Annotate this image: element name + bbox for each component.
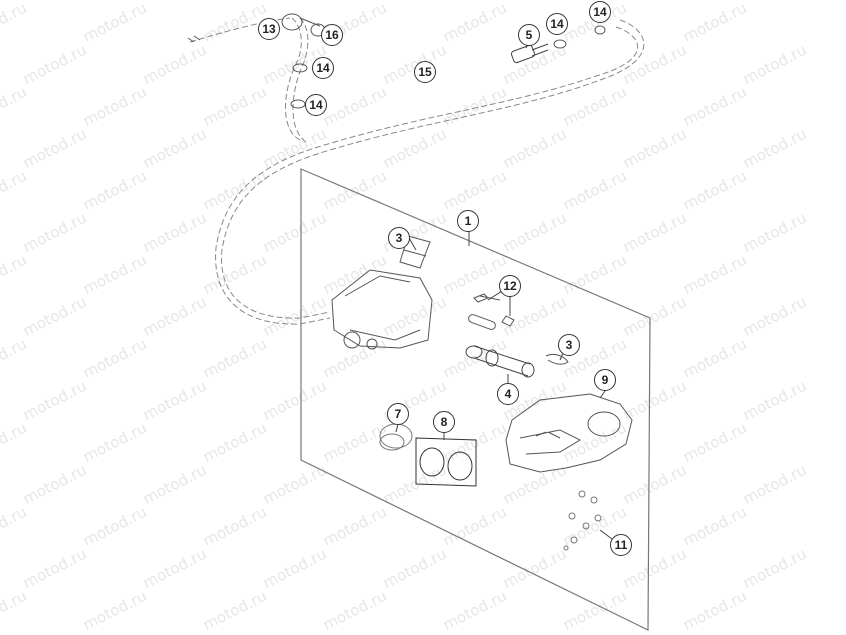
retaining-clip [545, 353, 569, 365]
callout-15: 15 [414, 61, 436, 83]
callout-8: 8 [433, 411, 455, 433]
piston-assembly [465, 345, 535, 378]
callout-11: 11 [610, 534, 632, 556]
callout-4: 4 [497, 383, 519, 405]
caliper-bracket [505, 393, 633, 473]
callout-14: 14 [546, 13, 568, 35]
callout-5: 5 [518, 24, 540, 46]
guide-pins [468, 293, 515, 330]
callout-1: 1 [457, 210, 479, 232]
callout-14: 14 [589, 1, 611, 23]
sealing-washers [290, 25, 606, 109]
callout-3: 3 [388, 227, 410, 249]
callout-14: 14 [305, 94, 327, 116]
brake-caliper [331, 235, 433, 350]
callout-12: 12 [499, 275, 521, 297]
callout-3: 3 [558, 334, 580, 356]
banjo-bolt [510, 43, 549, 64]
kit-panel [300, 168, 651, 631]
callout-9: 9 [594, 369, 616, 391]
callout-13: 13 [258, 18, 280, 40]
banjo-fitting [187, 13, 326, 43]
mounting-hardware [563, 490, 602, 551]
callout-16: 16 [321, 24, 343, 46]
callout-14: 14 [312, 57, 334, 79]
brake-pads [415, 437, 477, 487]
callout-7: 7 [387, 403, 409, 425]
piston-seal [379, 423, 413, 451]
